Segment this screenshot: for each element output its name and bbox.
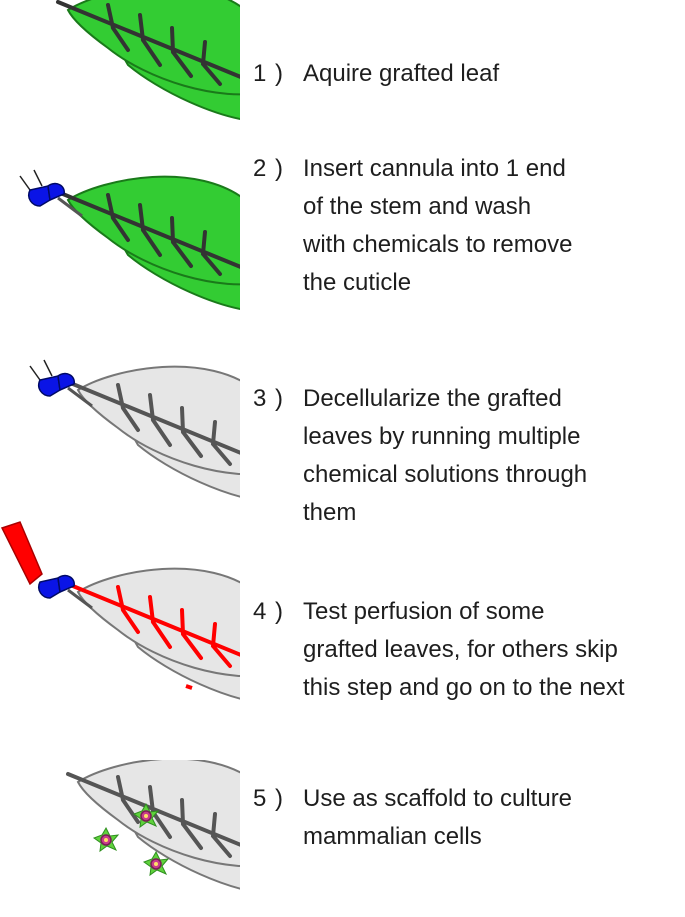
step-line: leaves by running multiple bbox=[303, 423, 581, 450]
step-line: Aquire grafted leaf bbox=[303, 60, 500, 87]
step-description: Use as scaffold to culture mammalian cel… bbox=[303, 780, 572, 856]
step-line: Use as scaffold to culture bbox=[303, 785, 573, 812]
step-description: Aquire grafted leaf bbox=[303, 55, 499, 93]
cell-icon bbox=[142, 850, 170, 877]
step-5: 5 ) Use as scaffold to culture mammalian… bbox=[0, 760, 685, 917]
step-line: with chemicals to remove bbox=[303, 231, 573, 258]
cell-scaffold-leaf-icon bbox=[66, 760, 240, 895]
cell-icon bbox=[92, 826, 120, 853]
step-number: 1 ) bbox=[253, 60, 285, 87]
cell-icon bbox=[132, 802, 160, 829]
step-line: chemical solutions through bbox=[303, 461, 588, 488]
step-line: the cuticle bbox=[303, 269, 412, 296]
step-line: of the stem and wash bbox=[303, 193, 532, 220]
step-number: 4 ) bbox=[253, 598, 285, 625]
step-line: Decellularize the grafted bbox=[303, 385, 562, 412]
step-2: 2 ) Insert cannula into 1 end of the ste… bbox=[0, 148, 685, 338]
step-line: this step and go on to the next bbox=[303, 674, 625, 701]
step-description: Insert cannula into 1 end of the stem an… bbox=[303, 150, 572, 302]
perfused-leaf-icon bbox=[0, 521, 240, 705]
step-line: Test perfusion of some bbox=[303, 598, 545, 625]
step-line: Insert cannula into 1 end bbox=[303, 155, 566, 182]
step-description: Test perfusion of some grafted leaves, f… bbox=[303, 593, 625, 707]
step-4: 4 ) Test perfusion of some grafted leave… bbox=[0, 520, 685, 720]
step-1: 1 ) Aquire grafted leaf bbox=[0, 0, 685, 150]
cannula-green-leaf-icon bbox=[18, 168, 240, 313]
green-leaf-icon bbox=[56, 0, 240, 123]
step-description: Decellularize the grafted leaves by runn… bbox=[303, 380, 587, 532]
step-number: 3 ) bbox=[253, 385, 285, 412]
step-number: 5 ) bbox=[253, 785, 285, 812]
step-number: 2 ) bbox=[253, 155, 285, 182]
step-line: mammalian cells bbox=[303, 823, 482, 850]
step-3: 3 ) Decellularize the grafted leaves by … bbox=[0, 330, 685, 530]
step-line: grafted leaves, for others skip bbox=[303, 636, 618, 663]
cannula-gray-leaf-icon bbox=[28, 358, 240, 503]
step-line: them bbox=[303, 499, 357, 526]
